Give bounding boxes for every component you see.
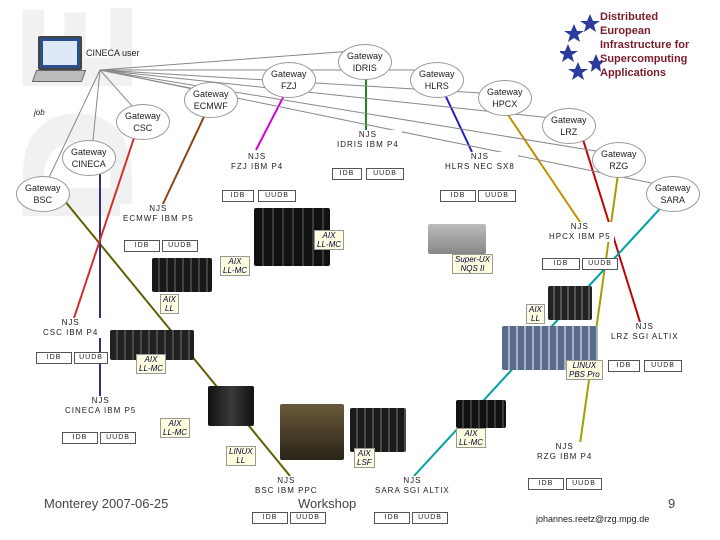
line-rzg bbox=[579, 159, 621, 445]
njs-lrz: NJS LRZ SGI ALTIX bbox=[608, 322, 682, 342]
batch-tag-csc: AIX LL-MC bbox=[136, 354, 167, 374]
njs-ecmwf: NJS ECMWF IBM P5 bbox=[120, 204, 197, 224]
job-label: job bbox=[34, 108, 45, 117]
njs-fzj: NJS FZJ IBM P4 bbox=[228, 152, 287, 172]
gateway-cineca: Gateway CINECA bbox=[62, 140, 116, 176]
line-ecmwf bbox=[161, 103, 211, 207]
supercomputer-rzg-image bbox=[456, 400, 506, 428]
batch-tag-bsc: LINUX LL bbox=[226, 446, 256, 466]
idb-csc: IDB bbox=[36, 352, 72, 364]
footer-workshop: Workshop bbox=[298, 496, 357, 511]
uudb-fzj: UUDB bbox=[258, 190, 296, 202]
gateway-csc: Gateway CSC bbox=[116, 104, 170, 140]
njs-bsc: NJS BSC IBM PPC bbox=[252, 476, 321, 496]
uudb-cineca: UUDB bbox=[100, 432, 136, 444]
uudb-hpcx: UUDB bbox=[582, 258, 618, 270]
njs-sara: NJS SARA SGI ALTIX bbox=[372, 476, 453, 496]
logo-line-5: Applications bbox=[600, 67, 667, 79]
njs-rzg: NJS RZG IBM P4 bbox=[534, 442, 596, 462]
footer-email: johannes.reetz@rzg.mpg.de bbox=[536, 514, 650, 524]
logo-line-1: Distributed bbox=[600, 11, 659, 23]
uudb-ecmwf: UUDB bbox=[162, 240, 198, 252]
star-ring-icon bbox=[560, 14, 604, 80]
idb-lrz: IDB bbox=[608, 360, 640, 372]
batch-tag-idris: AIX LL-MC bbox=[314, 230, 345, 250]
idb-rzg: IDB bbox=[528, 478, 564, 490]
supercomputer-sara-image bbox=[350, 408, 406, 452]
idb-fzj: IDB bbox=[222, 190, 254, 202]
supercomputer-bsc-image bbox=[280, 404, 344, 460]
logo-line-4: Supercomputing bbox=[600, 53, 688, 65]
batch-tag-sara: AIX LSF bbox=[354, 448, 375, 468]
idb-hlrs: IDB bbox=[440, 190, 476, 202]
njs-hlrs: NJS HLRS NEC SX8 bbox=[442, 152, 518, 172]
footer-date: Monterey 2007-06-25 bbox=[44, 496, 169, 511]
batch-tag-cineca: AIX LL-MC bbox=[160, 418, 191, 438]
gateway-hlrs: Gateway HLRS bbox=[410, 62, 464, 98]
gateway-idris: Gateway IDRIS bbox=[338, 44, 392, 80]
njs-hpcx: NJS HPCX IBM P5 bbox=[546, 222, 614, 242]
batch-tag-hlrs: Super-UX NQS II bbox=[452, 254, 493, 274]
idb-idris: IDB bbox=[332, 168, 362, 180]
uudb-sara: UUDB bbox=[412, 512, 448, 524]
batch-tag-ecmwf: AIX LL bbox=[160, 294, 179, 314]
logo-line-3: Infrastructure for bbox=[600, 39, 690, 51]
uudb-csc: UUDB bbox=[74, 352, 108, 364]
batch-tag-lrz: LINUX PBS Pro bbox=[566, 360, 603, 380]
njs-csc: NJS CSC IBM P4 bbox=[40, 318, 102, 338]
line-hpcx bbox=[497, 99, 583, 226]
idb-ecmwf: IDB bbox=[124, 240, 160, 252]
supercomputer-hlrs-image bbox=[428, 224, 486, 254]
supercomputer-hpcx-image bbox=[548, 286, 592, 320]
uudb-lrz: UUDB bbox=[644, 360, 682, 372]
gateway-sara: Gateway SARA bbox=[646, 176, 700, 212]
footer-page-number: 9 bbox=[668, 496, 676, 511]
gateway-ecmwf: Gateway ECMWF bbox=[184, 82, 238, 118]
idb-cineca: IDB bbox=[62, 432, 98, 444]
gateway-bsc: Gateway BSC bbox=[16, 176, 70, 212]
gateway-lrz: Gateway LRZ bbox=[542, 108, 596, 144]
user-label: CINECA user bbox=[86, 48, 140, 58]
uudb-hlrs: UUDB bbox=[478, 190, 516, 202]
idb-sara: IDB bbox=[374, 512, 410, 524]
supercomputer-cineca-image bbox=[208, 386, 254, 426]
laptop-icon bbox=[31, 36, 87, 86]
gateway-fzj: Gateway FZJ bbox=[262, 62, 316, 98]
uudb-rzg: UUDB bbox=[566, 478, 602, 490]
njs-idris: NJS IDRIS IBM P4 bbox=[334, 130, 402, 150]
njs-cineca: NJS CINECA IBM P5 bbox=[62, 396, 140, 416]
idb-hpcx: IDB bbox=[542, 258, 580, 270]
logo-line-2: European bbox=[600, 25, 651, 37]
idb-bsc: IDB bbox=[252, 512, 288, 524]
batch-tag-hpcx: AIX LL bbox=[526, 304, 545, 324]
uudb-bsc: UUDB bbox=[290, 512, 326, 524]
deisa-logo: Distributed European Infrastructure for … bbox=[560, 8, 710, 84]
uudb-idris: UUDB bbox=[366, 168, 404, 180]
gateway-hpcx: Gateway HPCX bbox=[478, 80, 532, 116]
batch-tag-rzg: AIX LL-MC bbox=[456, 428, 487, 448]
supercomputer-ecmwf-image bbox=[152, 258, 212, 292]
gateway-rzg: Gateway RZG bbox=[592, 142, 646, 178]
batch-tag-fzj: AIX LL-MC bbox=[220, 256, 251, 276]
line-csc bbox=[73, 119, 141, 319]
